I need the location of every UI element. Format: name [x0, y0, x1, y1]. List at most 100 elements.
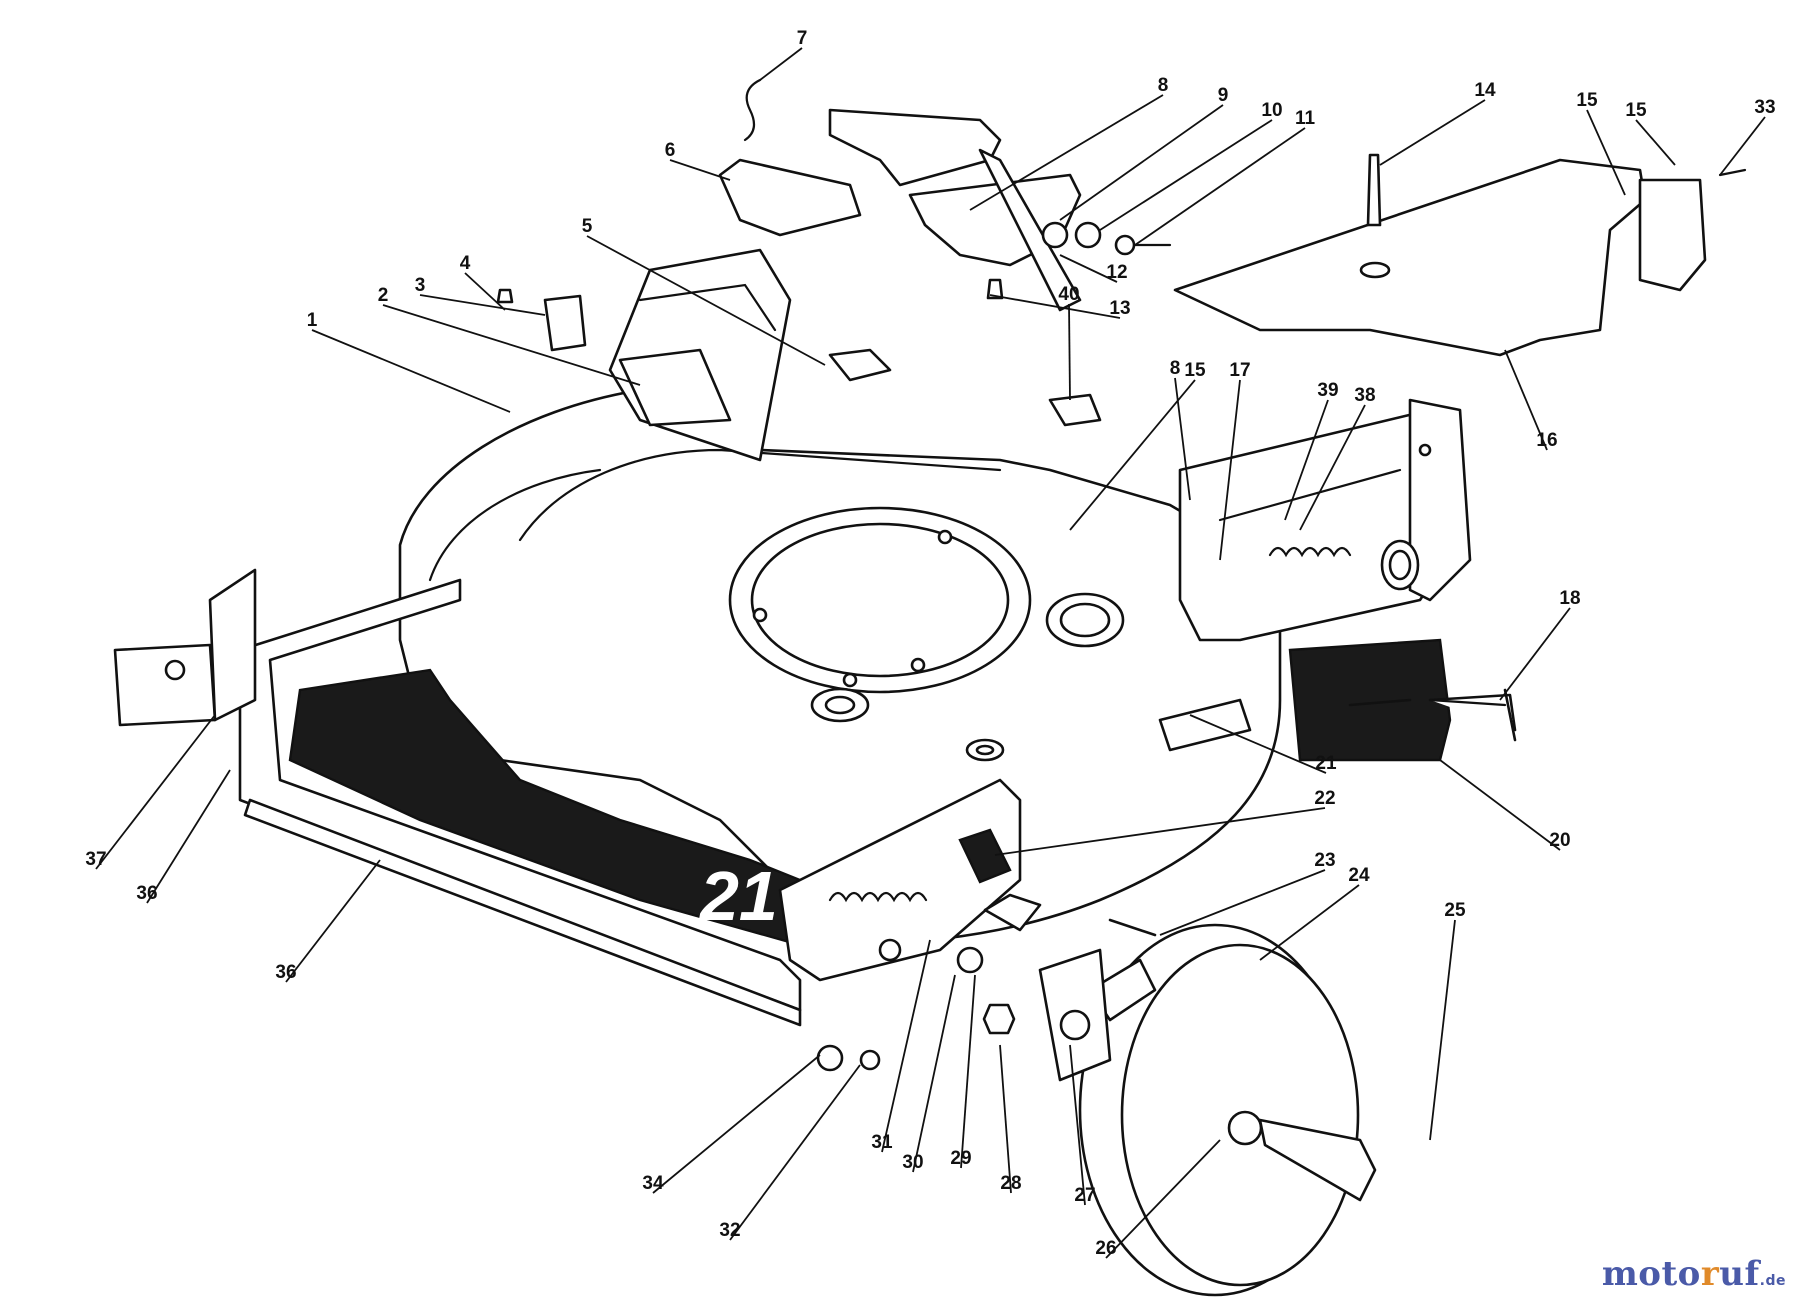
callout-leader-10 — [1099, 119, 1273, 231]
callout-label-9: 9 — [1218, 85, 1229, 106]
callout-label-18: 18 — [1559, 588, 1580, 609]
callout-label-33: 33 — [1754, 97, 1775, 118]
callout-label-14: 14 — [1474, 80, 1496, 101]
callout-leader-21 — [1189, 714, 1327, 774]
callout-leader-2 — [382, 304, 641, 386]
callout-label-39: 39 — [1317, 380, 1338, 401]
callout-leader-15 — [1635, 119, 1676, 166]
callout-label-15: 15 — [1625, 100, 1647, 121]
rear-flap — [1173, 153, 1747, 357]
callout-label-12: 12 — [1106, 262, 1127, 283]
callout-leader-38 — [1299, 404, 1366, 531]
callout-label-28: 28 — [1000, 1173, 1021, 1194]
callout-leader-9 — [1059, 104, 1224, 221]
callout-leader-7 — [759, 47, 803, 81]
callout-label-17: 17 — [1229, 360, 1250, 381]
left-rail — [778, 778, 1022, 982]
callout-label-1: 1 — [307, 310, 318, 331]
callout-label-25: 25 — [1444, 900, 1466, 921]
mower-deck-housing — [398, 378, 1282, 945]
watermark-text-3: uf — [1719, 1254, 1760, 1294]
callout-label-23: 23 — [1314, 850, 1335, 871]
callout-leader-33 — [1719, 116, 1766, 176]
callout-label-24: 24 — [1348, 865, 1370, 886]
callout-label-8: 8 — [1158, 75, 1169, 96]
callout-leader-27 — [1069, 1044, 1086, 1206]
callout-label-40: 40 — [1058, 284, 1079, 305]
callout-leader-3 — [419, 294, 546, 316]
callout-leaders — [95, 47, 1766, 1259]
callout-leader-14 — [1379, 99, 1486, 166]
discharge-chute — [608, 248, 792, 462]
callout-leader-31 — [881, 939, 931, 1153]
callout-label-15: 15 — [1184, 360, 1206, 381]
callout-label-32: 32 — [719, 1220, 740, 1241]
small-hardware — [816, 638, 1517, 1072]
callout-label-20: 20 — [1549, 830, 1570, 851]
callout-leader-5 — [586, 235, 826, 366]
callout-leader-22 — [994, 807, 1326, 856]
callout-leader-8 — [969, 94, 1164, 211]
callout-leader-6 — [669, 159, 731, 181]
callout-leader-20 — [1439, 759, 1561, 851]
callout-leader-18 — [1499, 607, 1571, 701]
callout-leader-39 — [1284, 399, 1329, 521]
callout-leader-11 — [1134, 127, 1306, 246]
callout-leader-26 — [1105, 1139, 1221, 1259]
callout-label-31: 31 — [871, 1132, 893, 1153]
callout-label-36: 36 — [136, 883, 157, 904]
callout-leader-8 — [1174, 377, 1191, 501]
callout-leader-29 — [960, 974, 976, 1169]
callout-leader-23 — [1159, 869, 1326, 936]
callout-label-34: 34 — [642, 1173, 664, 1194]
callout-label-22: 22 — [1314, 788, 1335, 809]
callout-leader-12 — [1059, 254, 1118, 283]
callout-label-8: 8 — [1170, 358, 1181, 379]
rear-wheel — [1038, 923, 1377, 1297]
callout-leader-28 — [999, 1044, 1012, 1194]
decal-model-number: 21 — [698, 857, 778, 935]
callout-label-2: 2 — [378, 285, 389, 306]
callout-leader-32 — [729, 1064, 861, 1241]
callout-label-37: 37 — [85, 849, 106, 870]
callout-label-30: 30 — [902, 1152, 923, 1173]
callout-label-4: 4 — [460, 253, 471, 274]
callout-label-21: 21 — [1315, 753, 1337, 774]
callout-label-36: 36 — [275, 962, 296, 983]
callout-leader-36 — [285, 859, 381, 983]
watermark-text-2: r — [1700, 1254, 1720, 1294]
callout-label-15: 15 — [1576, 90, 1598, 111]
callout-leader-15 — [1069, 379, 1196, 531]
watermark-logo: motoruf.de — [1602, 1254, 1786, 1294]
callout-leader-37 — [95, 714, 216, 870]
callout-leader-13 — [989, 294, 1121, 319]
callout-label-38: 38 — [1354, 385, 1375, 406]
callout-label-29: 29 — [950, 1148, 971, 1169]
callout-label-13: 13 — [1109, 298, 1130, 319]
callout-label-7: 7 — [797, 28, 808, 49]
left-height-bracket — [113, 568, 257, 727]
callout-leader-15 — [1586, 109, 1626, 196]
callout-label-3: 3 — [415, 275, 426, 296]
callout-label-26: 26 — [1095, 1238, 1116, 1259]
callout-label-16: 16 — [1536, 430, 1557, 451]
callout-label-11: 11 — [1295, 108, 1316, 129]
watermark-text-4: .de — [1759, 1273, 1786, 1289]
watermark-text-1: moto — [1601, 1254, 1701, 1294]
callout-leader-34 — [652, 1054, 821, 1194]
callout-label-27: 27 — [1074, 1185, 1095, 1206]
callout-label-5: 5 — [582, 216, 593, 237]
callout-leader-1 — [311, 329, 511, 413]
callout-leader-30 — [912, 974, 956, 1173]
front-skirt: 21 — [238, 578, 802, 1027]
callout-leader-4 — [464, 272, 506, 311]
callout-leader-16 — [1504, 349, 1548, 451]
callout-leader-17 — [1219, 379, 1241, 561]
callout-leader-24 — [1259, 884, 1360, 961]
right-side-rail — [1178, 398, 1472, 642]
callout-leader-36 — [146, 769, 231, 904]
callout-label-10: 10 — [1261, 100, 1282, 121]
callout-leader-25 — [1429, 919, 1456, 1141]
